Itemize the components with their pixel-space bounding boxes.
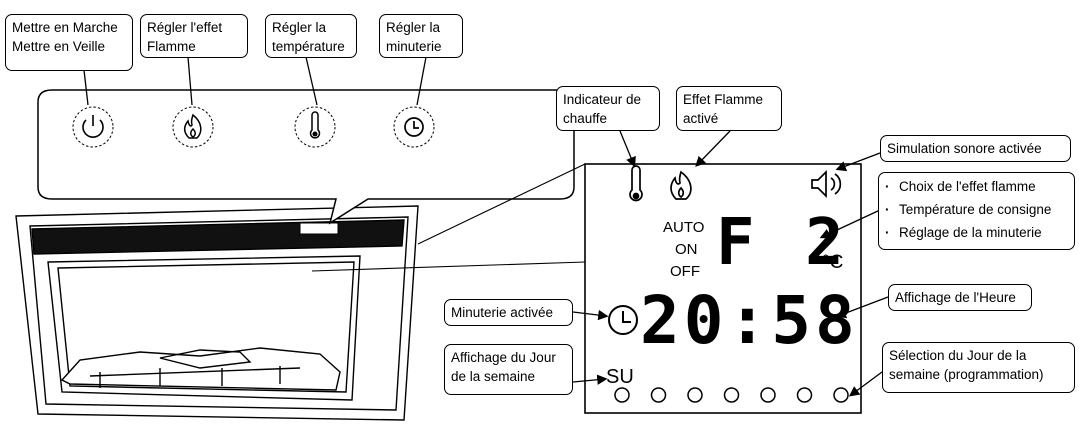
flame-icon	[184, 113, 202, 139]
label-flame-line-2: Flamme	[147, 39, 196, 54]
label-power: Mettre en Marche Mettre en Veille	[5, 14, 133, 71]
day-dots	[614, 387, 849, 403]
label-heat-indicator-line-2: chauffe	[563, 111, 608, 126]
day-dot	[687, 387, 703, 403]
label-clock-display: Affichage de l'Heure	[888, 284, 1032, 311]
day-dot	[723, 387, 740, 403]
label-day-select-line-1: Sélection du Jour de la	[889, 348, 1027, 363]
label-flame-line-1: Régler l'effet	[147, 20, 223, 35]
lcd-clock-icon	[608, 305, 638, 335]
lcd-day: SU	[606, 366, 634, 388]
label-day-select: Sélection du Jour de la semaine (program…	[882, 342, 1075, 393]
label-day-display-line-2: de la semaine	[451, 369, 536, 384]
label-settings-list: Choix de l'effet flamme Température de c…	[878, 172, 1075, 250]
label-flame-active: Effet Flamme activé	[676, 86, 782, 131]
label-timer-line-1: Régler la	[386, 20, 441, 35]
label-temperature: Régler la température	[265, 14, 357, 58]
lcd-setting-value: F 2	[716, 206, 850, 280]
label-temperature-line-1: Régler la	[272, 20, 327, 35]
label-flame-active-line-2: activé	[683, 111, 719, 126]
label-sound-simulation: Simulation sonore activée	[880, 135, 1071, 162]
label-timer: Régler la minuterie	[379, 14, 463, 58]
label-heat-indicator-line-1: Indicateur de	[563, 92, 642, 107]
label-timer-active-line-1: Minuterie activée	[451, 305, 554, 320]
day-dot	[650, 387, 667, 403]
label-heat-indicator: Indicateur de chauffe	[556, 86, 660, 131]
day-dot	[614, 387, 630, 403]
label-day-display: Affichage du Jour de la semaine	[444, 344, 573, 395]
day-dot	[833, 387, 849, 403]
settings-item-timer: Réglage de la minuterie	[885, 221, 1068, 244]
day-dot	[796, 387, 813, 403]
label-flame: Régler l'effet Flamme	[140, 14, 248, 58]
lcd-mode-auto: AUTO	[663, 219, 705, 236]
lcd-unit: °C	[822, 252, 844, 273]
label-timer-active: Minuterie activée	[444, 299, 573, 326]
settings-item-temperature: Température de consigne	[885, 198, 1068, 221]
label-clock-display-line-1: Affichage de l'Heure	[895, 290, 1016, 305]
label-day-display-line-1: Affichage du Jour	[451, 350, 556, 365]
lcd-frame	[584, 163, 862, 414]
label-sound-simulation-line-1: Simulation sonore activée	[887, 141, 1042, 156]
lcd-time: 20:58	[640, 282, 859, 359]
day-dot	[760, 387, 776, 403]
label-flame-active-line-1: Effet Flamme	[683, 92, 764, 107]
clock-icon	[404, 117, 424, 137]
thermometer-icon	[309, 111, 321, 139]
label-power-line-1: Mettre en Marche	[12, 20, 118, 35]
label-power-line-2: Mettre en Veille	[12, 39, 106, 54]
lcd-mode-off: OFF	[670, 263, 700, 280]
label-timer-line-2: minuterie	[386, 39, 442, 54]
lcd-mode-on: ON	[675, 241, 698, 258]
settings-item-flame: Choix de l'effet flamme	[885, 175, 1068, 198]
lcd-flame-icon	[670, 170, 692, 200]
fireplace-illustration	[15, 205, 419, 421]
speaker-icon	[811, 169, 842, 199]
label-temperature-line-2: température	[272, 39, 345, 54]
label-day-select-line-2: semaine (programmation)	[889, 367, 1044, 382]
power-icon	[82, 115, 104, 138]
